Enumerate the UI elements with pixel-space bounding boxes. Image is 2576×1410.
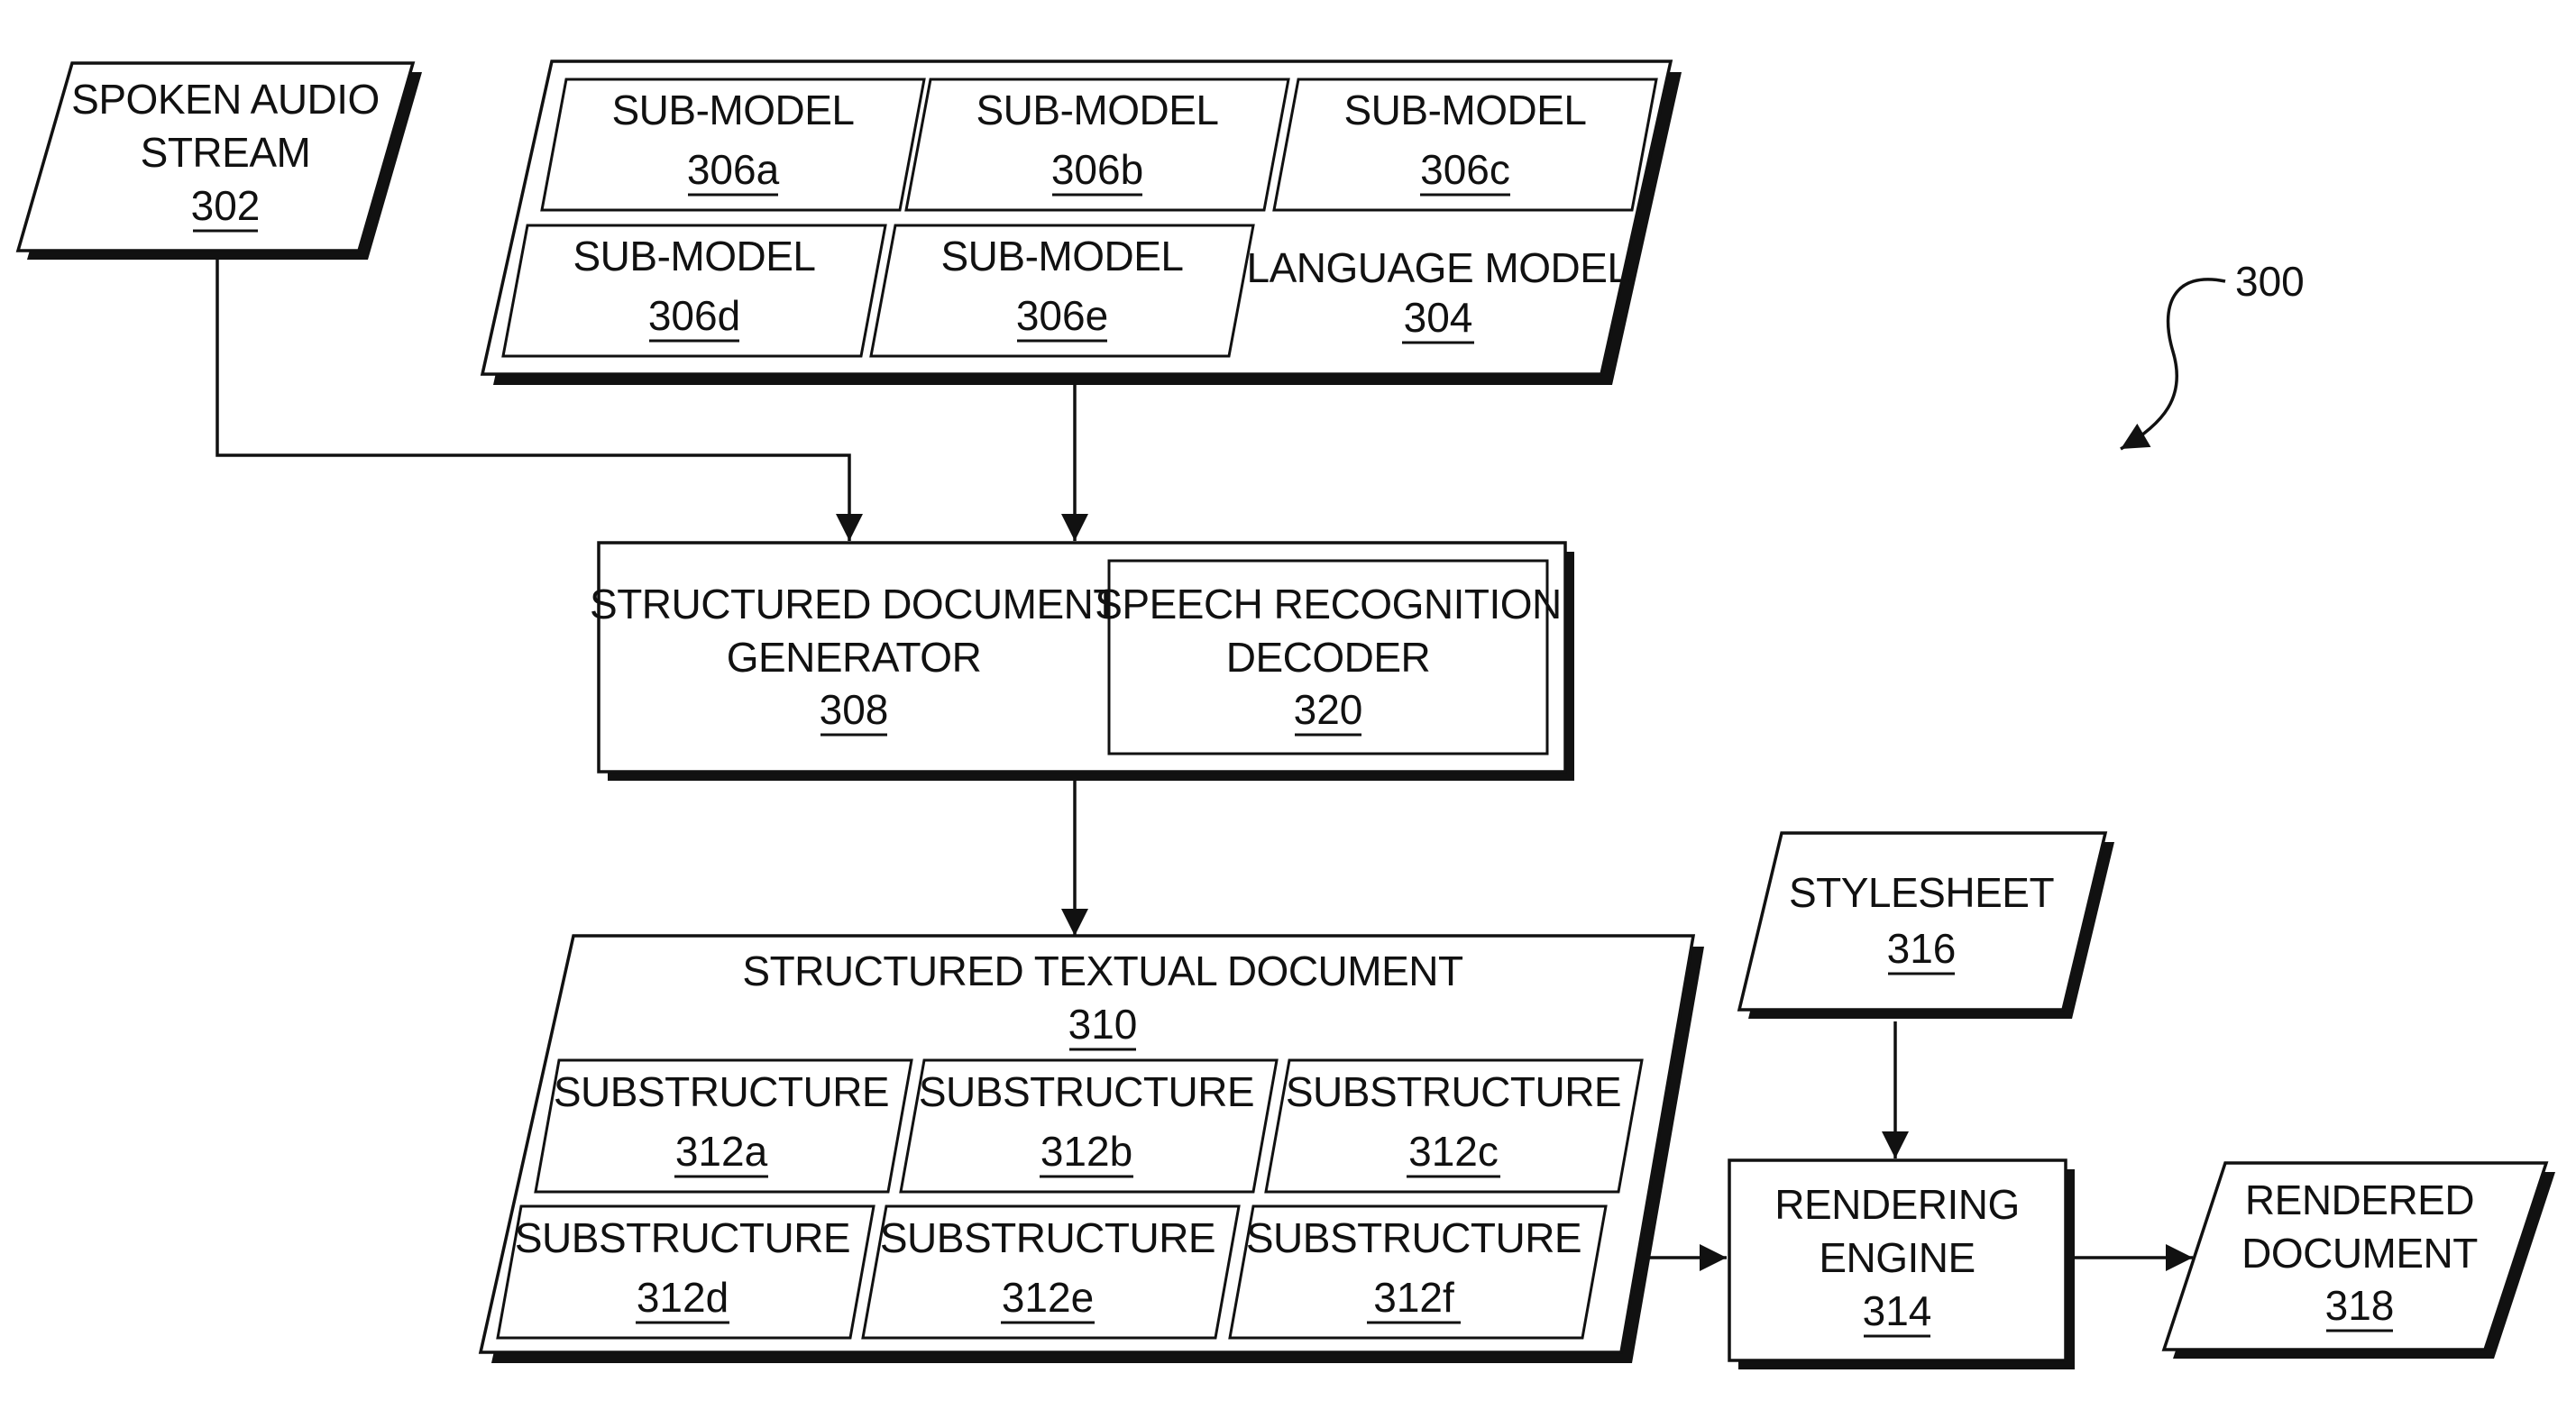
stylesheet: STYLESHEET 316 <box>1739 833 2114 1019</box>
decoder-number: 320 <box>1294 686 1363 733</box>
sub-model-306b-number: 306b <box>1051 146 1143 193</box>
substructure-312c: SUBSTRUCTURE 312c <box>1266 1060 1642 1192</box>
substructure-312b: SUBSTRUCTURE 312b <box>901 1060 1277 1192</box>
figure-reference-number: 300 <box>2235 258 2305 305</box>
spoken-audio-number: 302 <box>191 182 261 229</box>
spoken-audio-stream: SPOKEN AUDIO STREAM 302 <box>18 63 422 260</box>
rendering-engine-number: 314 <box>1863 1287 1932 1334</box>
sub-model-306e-label: SUB-MODEL <box>941 233 1184 279</box>
substructure-312d-label: SUBSTRUCTURE <box>515 1214 850 1261</box>
substructure-312f: SUBSTRUCTURE 312f <box>1230 1206 1606 1338</box>
substructure-312d-number: 312d <box>637 1274 729 1321</box>
stylesheet-number: 316 <box>1887 925 1957 972</box>
rendered-document-label-line2: DOCUMENT <box>2241 1230 2478 1277</box>
rendered-document-label-line1: RENDERED <box>2245 1177 2474 1223</box>
substructure-312c-label: SUBSTRUCTURE <box>1286 1068 1621 1115</box>
substructure-312e: SUBSTRUCTURE 312e <box>863 1206 1239 1338</box>
figure-reference: 300 <box>2121 258 2305 449</box>
substructure-312d: SUBSTRUCTURE 312d <box>498 1206 874 1338</box>
speech-recognition-decoder: SPEECH RECOGNITION DECODER 320 <box>1095 561 1562 754</box>
rendering-engine: RENDERING ENGINE 314 <box>1729 1160 2075 1369</box>
textual-document-label: STRUCTURED TEXTUAL DOCUMENT <box>742 948 1463 994</box>
structured-document-generator: STRUCTURED DOCUMENT GENERATOR 308 SPEECH… <box>590 543 1574 781</box>
spoken-audio-label-line2: STREAM <box>141 129 311 176</box>
substructure-312f-label: SUBSTRUCTURE <box>1246 1214 1581 1261</box>
generator-label-line1: STRUCTURED DOCUMENT <box>590 581 1118 627</box>
sub-model-306a-number: 306a <box>687 146 780 193</box>
language-model-label: LANGUAGE MODEL <box>1247 244 1630 291</box>
sub-model-306b: SUB-MODEL 306b <box>906 79 1288 210</box>
substructure-312b-label: SUBSTRUCTURE <box>919 1068 1254 1115</box>
substructure-312e-label: SUBSTRUCTURE <box>880 1214 1215 1261</box>
structured-textual-document: STRUCTURED TEXTUAL DOCUMENT 310 SUBSTRUC… <box>481 936 1704 1363</box>
language-model: SUB-MODEL 306a SUB-MODEL 306b SUB-MODEL … <box>482 61 1682 385</box>
textual-document-number: 310 <box>1068 1001 1138 1048</box>
sub-model-306e-number: 306e <box>1016 292 1108 339</box>
stylesheet-label: STYLESHEET <box>1789 869 2054 916</box>
sub-model-306c: SUB-MODEL 306c <box>1274 79 1656 210</box>
sub-model-306b-label: SUB-MODEL <box>976 87 1219 133</box>
substructure-312a-label: SUBSTRUCTURE <box>554 1068 889 1115</box>
sub-model-306a-label: SUB-MODEL <box>612 87 855 133</box>
language-model-number: 304 <box>1404 294 1473 341</box>
sub-model-306d: SUB-MODEL 306d <box>503 225 885 356</box>
sub-model-306e: SUB-MODEL 306e <box>871 225 1253 356</box>
substructure-312a-number: 312a <box>675 1128 768 1175</box>
sub-model-306c-number: 306c <box>1420 146 1510 193</box>
figure-reference-leader <box>2121 279 2225 449</box>
spoken-audio-label-line1: SPOKEN AUDIO <box>71 76 380 123</box>
rendering-engine-label-line2: ENGINE <box>1819 1234 1975 1281</box>
sub-model-306d-label: SUB-MODEL <box>573 233 816 279</box>
sub-model-306d-number: 306d <box>648 292 740 339</box>
rendered-document-number: 318 <box>2325 1282 2395 1329</box>
decoder-label-line2: DECODER <box>1226 634 1431 681</box>
substructure-312a: SUBSTRUCTURE 312a <box>536 1060 912 1192</box>
substructure-312c-number: 312c <box>1408 1128 1499 1175</box>
substructure-312b-number: 312b <box>1040 1128 1132 1175</box>
substructure-312e-number: 312e <box>1002 1274 1094 1321</box>
generator-number: 308 <box>820 686 889 733</box>
sub-model-306a: SUB-MODEL 306a <box>542 79 924 210</box>
rendered-document: RENDERED DOCUMENT 318 <box>2164 1163 2555 1359</box>
sub-model-306c-label: SUB-MODEL <box>1344 87 1587 133</box>
rendering-engine-label-line1: RENDERING <box>1774 1181 2020 1228</box>
substructure-312f-number: 312f <box>1373 1274 1454 1321</box>
generator-label-line2: GENERATOR <box>727 634 982 681</box>
decoder-label-line1: SPEECH RECOGNITION <box>1095 581 1562 627</box>
